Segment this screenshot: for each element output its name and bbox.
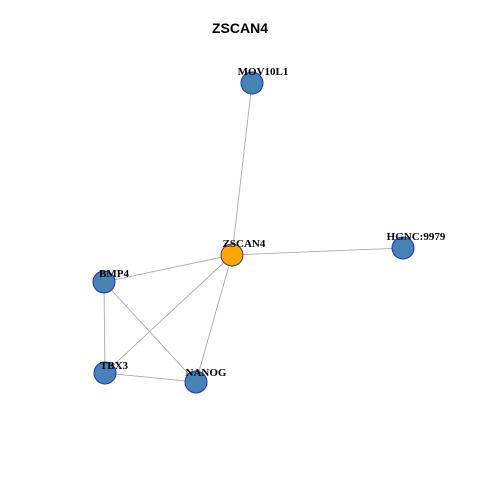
node-label-nanog: NANOG: [186, 367, 227, 379]
edge-zscan4-nanog: [195, 254, 233, 383]
node-tbx3[interactable]: [93, 361, 117, 385]
node-nanog[interactable]: [184, 370, 208, 394]
node-label-tbx3: TBX3: [100, 360, 129, 372]
node-label-mov10l1: MOV10L1: [238, 66, 289, 78]
node-label-hgnc9979: HGNC:9979: [387, 231, 446, 243]
edge-zscan4-hgnc9979: [231, 247, 404, 256]
edge-zscan4-mov10l1: [231, 82, 253, 256]
edge-bmp4-nanog: [103, 281, 197, 383]
node-bmp4[interactable]: [92, 270, 116, 294]
node-label-zscan4: ZSCAN4: [223, 238, 266, 250]
edge-zscan4-tbx3: [104, 254, 233, 374]
node-mov10l1[interactable]: [240, 71, 264, 95]
node-zscan4[interactable]: [220, 243, 244, 267]
node-hgnc9979[interactable]: [391, 236, 415, 260]
edge-zscan4-bmp4: [103, 254, 233, 283]
edge-bmp4-tbx3: [103, 281, 106, 374]
graph-title: ZSCAN4: [211, 20, 268, 36]
edge-tbx3-nanog: [104, 372, 197, 383]
node-label-bmp4: BMP4: [99, 268, 129, 280]
